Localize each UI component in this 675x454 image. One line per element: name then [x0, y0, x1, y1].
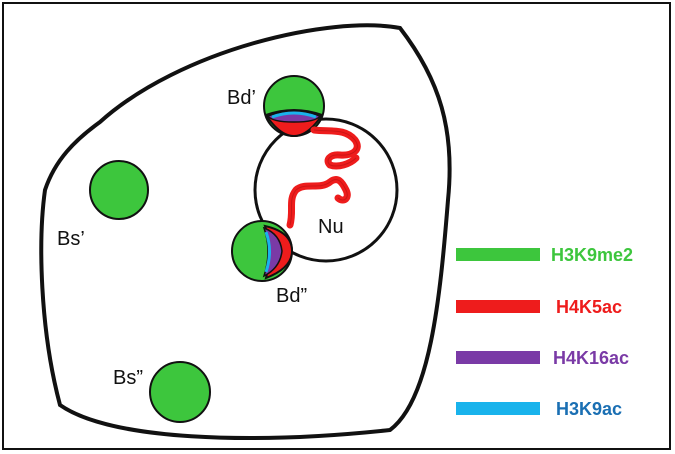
legend-label-h4k5ac: H4K5ac: [556, 297, 622, 317]
legend-label-h4k16ac: H4K16ac: [553, 348, 629, 368]
legend-swatch-h3k9ac: [456, 402, 540, 415]
chromatin-strand-bottom: [286, 176, 351, 229]
label-nucleolus: Nu: [318, 216, 344, 238]
bs-prime-body: [89, 160, 149, 220]
label-bd-prime: Bd’: [227, 87, 256, 109]
legend-swatch-h4k16ac: [456, 351, 540, 364]
legend-swatch-h4k5ac: [456, 300, 540, 313]
label-bs-prime: Bs’: [57, 228, 85, 250]
label-bd-double: Bd”: [276, 285, 307, 307]
nucleus-outline: [39, 23, 452, 440]
legend-label-h3k9ac: H3K9ac: [556, 399, 622, 419]
chromatin-strand-top: [310, 126, 361, 170]
chromatin-strand-top-outline: [313, 129, 358, 167]
legend-label-h3k9me2: H3K9me2: [551, 245, 633, 265]
chromatin-strand-bottom-outline: [289, 179, 348, 226]
bd-prime-body: [263, 75, 325, 138]
bs-double-body: [149, 361, 211, 423]
legend-swatch-h3k9me2: [456, 248, 540, 261]
legend: H3K9me2 H4K5ac H4K16ac H3K9ac: [456, 245, 633, 419]
bd-double-body: [231, 220, 294, 282]
label-bs-double: Bs”: [113, 367, 143, 389]
